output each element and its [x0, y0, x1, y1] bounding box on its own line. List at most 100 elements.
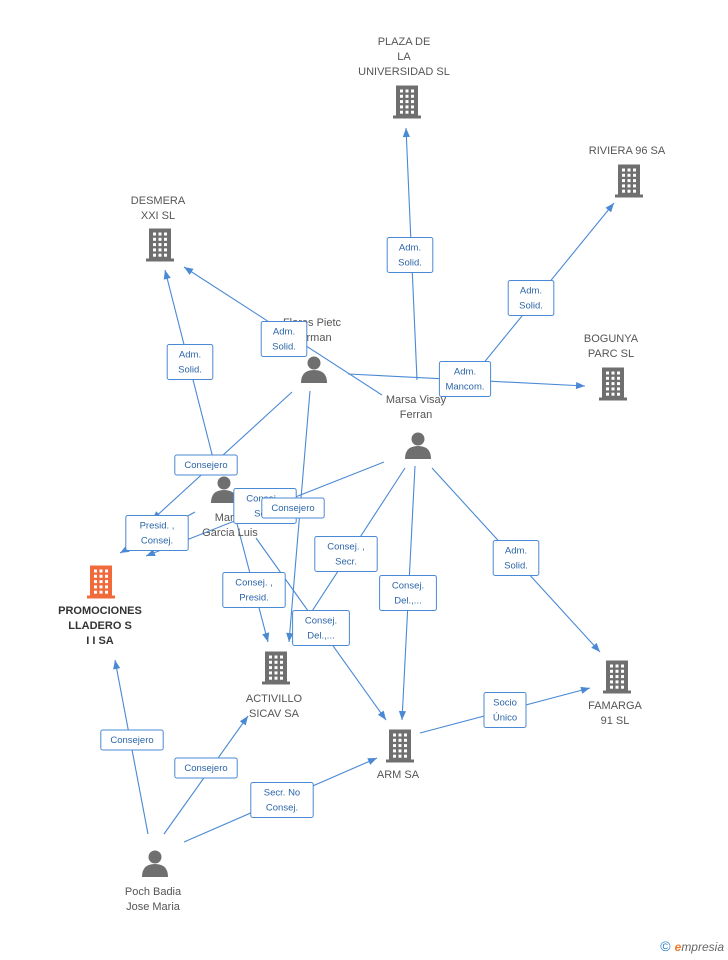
node-label: PROMOCIONES — [58, 605, 142, 617]
node-label: FAMARGA — [588, 700, 642, 712]
node-label: DESMERA — [131, 195, 186, 207]
node-label: XXI SL — [141, 210, 175, 222]
edge-label-e11[interactable]: Consej. , Presid. — [222, 572, 286, 608]
edge-label-e16[interactable]: Consejero — [100, 729, 164, 751]
edge-label-text: Secr. — [335, 557, 357, 568]
edge-label-text: Consej. , — [235, 578, 273, 589]
edge-label-text: Único — [493, 713, 517, 724]
arrowhead-icon — [377, 710, 386, 720]
edge-label-text: Presid. , — [140, 521, 175, 532]
edge-label-text: Solid. — [272, 342, 296, 353]
building-icon — [599, 367, 627, 401]
edge-label-e2[interactable]: Adm. Solid. — [507, 280, 555, 316]
node-marsa-garcia[interactable] — [211, 476, 237, 504]
building-icon — [87, 565, 115, 599]
arrowhead-icon — [286, 632, 294, 642]
edge-label-text: Del.,... — [394, 596, 421, 607]
node-label: ARM SA — [377, 769, 420, 781]
arrowhead-icon — [163, 270, 171, 280]
edge-label-e5[interactable]: Adm. Mancom. — [438, 361, 492, 397]
node-riviera[interactable] — [615, 164, 643, 198]
brand-logo-text: mpresia — [681, 940, 724, 954]
arrowhead-icon — [239, 716, 248, 726]
edge-label-text: Consejero — [271, 503, 314, 514]
edge-label-e18[interactable]: Secr. No Consej. — [250, 782, 314, 818]
node-flores[interactable] — [301, 356, 327, 384]
edge-label-text: Consejero — [184, 763, 227, 774]
edge-label-e6[interactable]: Consejero — [174, 454, 238, 476]
edge-label-text: Presid. — [239, 593, 269, 604]
node-desmera[interactable] — [146, 228, 174, 262]
person-icon — [142, 850, 168, 877]
arrowhead-icon — [146, 549, 156, 557]
node-label: UNIVERSIDAD SL — [358, 66, 450, 78]
edge-label-text: Solid. — [504, 561, 528, 572]
edge-label-e10[interactable]: Consej. , Secr. — [314, 536, 378, 572]
arrowhead-icon — [262, 632, 270, 642]
edge-label-text: Mancom. — [445, 382, 484, 393]
person-icon — [301, 356, 327, 383]
node-label: PARC SL — [588, 348, 634, 360]
copyright-icon: © — [660, 938, 671, 954]
node-label: LLADERO S — [68, 620, 132, 632]
arrowhead-icon — [184, 267, 194, 275]
arrowhead-icon — [398, 710, 407, 720]
edge-label-text: Adm. — [454, 367, 476, 378]
node-label: 91 SL — [601, 715, 630, 727]
node-activillo[interactable] — [262, 651, 290, 685]
edge-label-e9[interactable]: Consejero — [261, 497, 325, 519]
node-label: BOGUNYA — [584, 333, 639, 345]
arrowhead-icon — [591, 642, 600, 652]
building-icon — [615, 164, 643, 198]
building-icon — [146, 228, 174, 262]
edge-label-text: Solid. — [178, 365, 202, 376]
node-marsa-ferran[interactable] — [405, 432, 431, 460]
arrowhead-icon — [120, 545, 130, 553]
edge-label-text: Adm. — [273, 327, 295, 338]
edge-label-e3[interactable]: Adm.Solid. — [166, 344, 214, 380]
edge-label-text: Socio — [493, 698, 517, 709]
edge-label-e1[interactable]: Adm.Solid. — [386, 237, 434, 273]
building-icon — [386, 729, 414, 763]
node-label: Ferran — [400, 409, 432, 421]
edge-label-e12[interactable]: Consej. Del.,... — [379, 575, 437, 611]
node-arm[interactable] — [386, 729, 414, 763]
node-label: RIVIERA 96 SA — [589, 145, 666, 157]
edge-label-e13[interactable]: Consej.Del.,... — [292, 610, 350, 646]
arrowhead-icon — [402, 128, 410, 138]
edge-label-text: Adm. — [520, 286, 542, 297]
edge-label-text: Solid. — [519, 301, 543, 312]
edge-label-text: Consej. , — [327, 542, 365, 553]
node-label: Marsa Visay — [386, 394, 447, 406]
edge-label-text: Solid. — [398, 258, 422, 269]
arrowhead-icon — [575, 381, 585, 390]
node-bogunya[interactable] — [599, 367, 627, 401]
edge-label-text: Adm. — [505, 546, 527, 557]
node-label: ACTIVILLO — [246, 693, 303, 705]
edge-label-text: Consejero — [184, 460, 227, 471]
arrowhead-icon — [605, 203, 614, 213]
brand-logo-e: e — [674, 940, 682, 954]
edge-label-e14[interactable]: Adm. Solid. — [492, 540, 540, 576]
node-poch[interactable] — [142, 850, 168, 878]
edge-label-text: Secr. No — [264, 788, 300, 799]
node-promociones[interactable] — [87, 565, 115, 599]
person-icon — [405, 432, 431, 459]
edge-label-text: Del.,... — [307, 631, 334, 642]
node-label: Garcia Luis — [202, 527, 258, 539]
edge-label-e17[interactable]: Consejero — [174, 757, 238, 779]
node-label: Jose Maria — [126, 901, 181, 913]
edge-label-text: Consejero — [110, 735, 153, 746]
node-label: SICAV SA — [249, 708, 300, 720]
edge-label-e4[interactable]: Adm. Solid. — [260, 321, 308, 357]
edge-label-text: Consej. — [392, 581, 424, 592]
node-label: PLAZA DE — [378, 36, 431, 48]
edge-label-e7[interactable]: Presid. ,Consej. — [125, 515, 189, 551]
edge-label-text: Consej. — [266, 803, 298, 814]
node-famarga[interactable] — [603, 660, 631, 694]
node-plaza[interactable] — [393, 85, 421, 119]
arrowhead-icon — [367, 758, 377, 765]
building-icon — [603, 660, 631, 694]
